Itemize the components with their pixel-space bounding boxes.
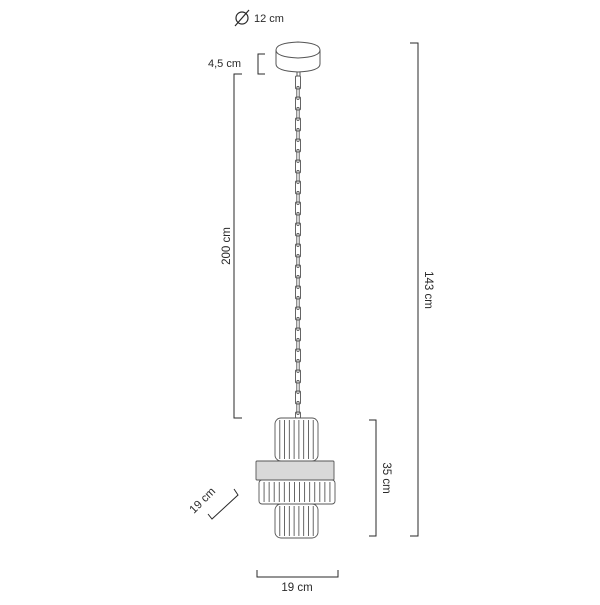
chain-link xyxy=(296,233,300,247)
canopy-height-dimension: 4,5 cm xyxy=(208,53,265,75)
chain-link xyxy=(295,306,301,321)
chain-link xyxy=(295,285,301,300)
shade-depth-text: 19 cm xyxy=(188,486,219,517)
chain-link xyxy=(296,128,300,142)
chain-link xyxy=(295,201,301,216)
chain-link xyxy=(295,369,301,384)
chain-link xyxy=(296,191,300,205)
middle-glass-tier xyxy=(258,479,336,505)
chain-link xyxy=(295,75,301,90)
lower-glass-ribs xyxy=(279,506,314,536)
chain-link xyxy=(295,180,301,195)
upper-glass-tier xyxy=(274,417,319,462)
chain-link xyxy=(295,222,301,237)
chain-link xyxy=(295,138,301,153)
chain-length-dimension: 200 cm xyxy=(221,73,242,419)
chain-link xyxy=(295,243,301,258)
chain-link xyxy=(295,117,301,132)
shade-depth-dimension: 19 cm xyxy=(188,486,239,520)
chain-link xyxy=(296,149,300,163)
upper-glass-ribs xyxy=(279,420,314,459)
diameter-icon xyxy=(234,9,250,27)
chain-link xyxy=(296,254,300,268)
chain-link xyxy=(296,401,300,415)
chain-link xyxy=(296,317,300,331)
chain-link xyxy=(295,159,301,174)
chain-length-text: 200 cm xyxy=(221,227,233,265)
chain-link xyxy=(296,170,300,184)
ceiling-canopy xyxy=(275,41,321,76)
chain-link xyxy=(296,86,300,100)
chain-link xyxy=(295,327,301,342)
chain-link xyxy=(296,107,300,121)
chain-link xyxy=(295,96,301,111)
chain-link xyxy=(296,212,300,226)
chain-link xyxy=(295,264,301,279)
shade-width-dimension: 19 cm xyxy=(256,570,339,594)
chain-link xyxy=(295,411,301,419)
shade-height-text: 35 cm xyxy=(380,462,392,493)
chain-link xyxy=(296,296,300,310)
chain-link xyxy=(296,338,300,352)
chain-link xyxy=(295,390,301,405)
lamp-shade xyxy=(255,417,336,539)
shade-width-text: 19 cm xyxy=(281,582,312,594)
chain-link xyxy=(296,380,300,394)
chain-link xyxy=(296,359,300,373)
canopy-diameter-text: 12 cm xyxy=(254,13,284,25)
lower-glass-tier xyxy=(274,503,319,539)
total-height-dimension: 143 cm xyxy=(410,42,434,537)
suspension-chain xyxy=(295,75,301,419)
canopy-height-text: 4,5 cm xyxy=(208,58,241,70)
chain-link xyxy=(296,275,300,289)
total-height-text: 143 cm xyxy=(422,271,434,309)
metal-band xyxy=(255,460,335,481)
middle-glass-ribs xyxy=(263,482,331,502)
shade-height-dimension: 35 cm xyxy=(369,419,392,537)
canopy-diameter-label: 12 cm xyxy=(234,9,284,27)
chain-link xyxy=(295,348,301,363)
